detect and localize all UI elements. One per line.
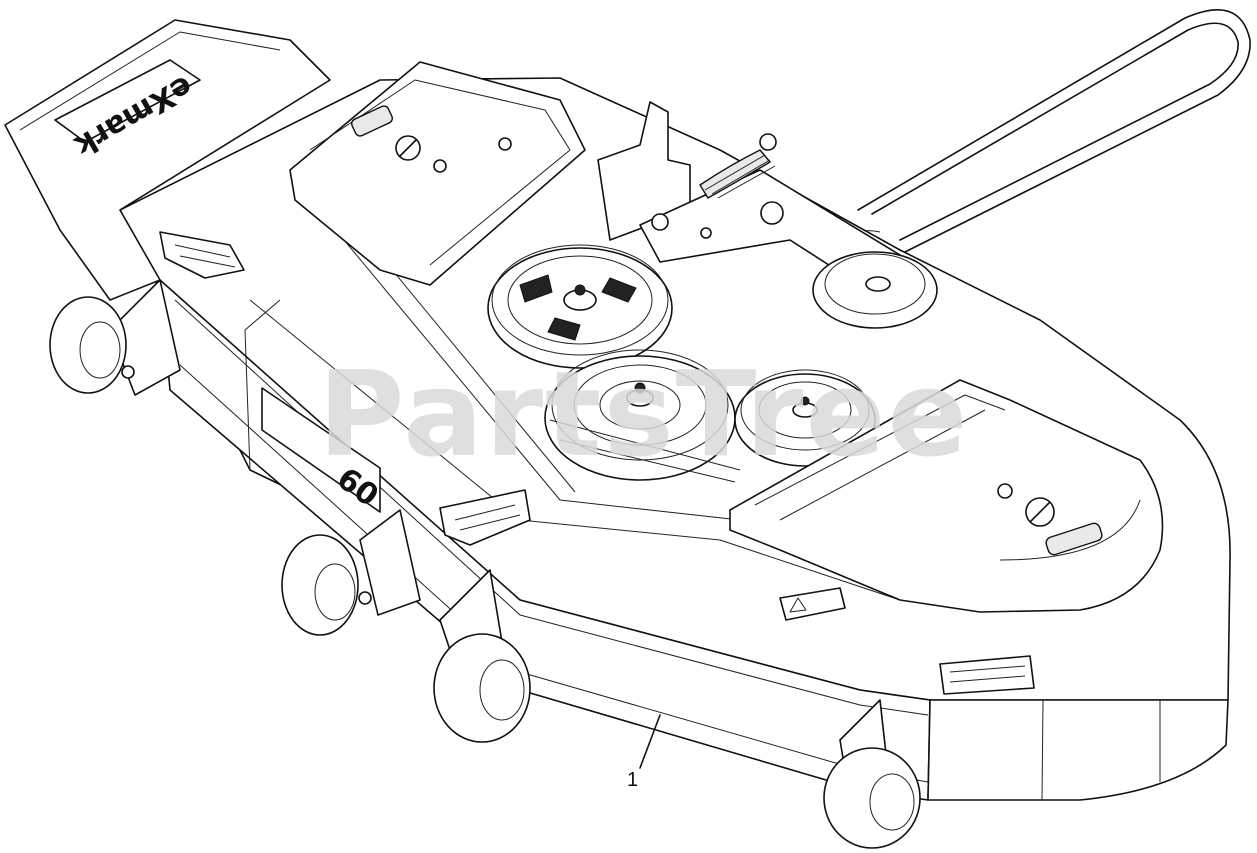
- center-spindle-pulley: [544, 349, 736, 481]
- callout-1: 1: [627, 714, 661, 791]
- left-spindle-pulley: [487, 244, 673, 369]
- left-wheel: [281, 509, 421, 636]
- right-spindle-pulley: [734, 369, 876, 467]
- idler-pulley: [812, 251, 938, 329]
- info-decal-center: [439, 489, 531, 546]
- rear-left-wheel: [49, 279, 181, 396]
- center-wheel: [433, 569, 531, 743]
- safety-decal-right: [939, 655, 1035, 695]
- left-belt-cover: [289, 61, 586, 286]
- callout-number: 1: [627, 769, 638, 791]
- safety-decal-left: [159, 231, 245, 279]
- front-right-wheel: [823, 699, 921, 849]
- deck-belt-span: [549, 419, 741, 483]
- drive-belt: [811, 9, 1251, 256]
- warning-decal: [779, 587, 846, 621]
- watermark-text: PartsTree: [318, 345, 970, 483]
- idler-assembly: [597, 101, 901, 286]
- right-belt-cover: [729, 379, 1164, 613]
- callout-leader-line: [639, 714, 661, 769]
